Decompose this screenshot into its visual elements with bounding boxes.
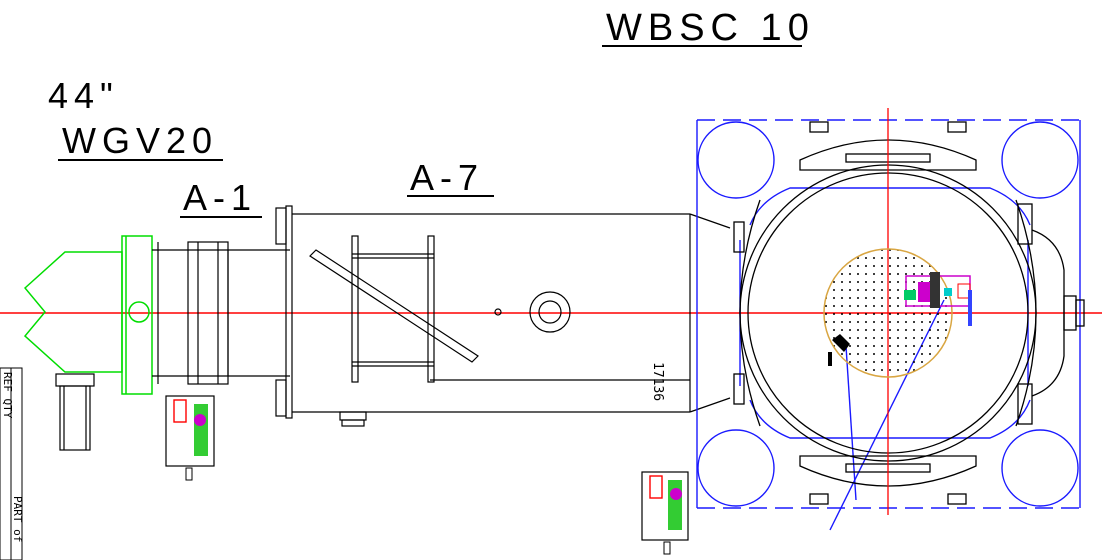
vessel-title: WBSC 10	[602, 7, 815, 49]
svg-text:A-7: A-7	[410, 157, 484, 198]
dimension-label: 17136	[650, 362, 665, 401]
svg-text:WGV20: WGV20	[62, 120, 218, 161]
size-label: 44"	[48, 75, 119, 116]
green-inlet-elbow	[23, 235, 153, 395]
instrument-cluster	[904, 272, 972, 326]
title-block-part-of: PART of	[11, 496, 24, 542]
valve-detail-left	[165, 395, 215, 481]
svg-text:WBSC 10: WBSC 10	[606, 7, 815, 49]
valve-detail-right	[641, 471, 689, 555]
inlet-flange	[275, 205, 293, 419]
title-block-ref-qty: REF QTY	[1, 372, 14, 419]
valve-label: WGV20	[58, 120, 223, 161]
tray	[823, 248, 953, 378]
section-a7-label: A-7	[407, 157, 494, 198]
title-block	[0, 367, 23, 560]
valve-a1	[152, 241, 290, 385]
section-a1-label: A-1	[180, 177, 262, 218]
bottom-nozzle	[55, 373, 95, 451]
barrel-a7	[292, 213, 731, 427]
svg-text:44": 44"	[48, 75, 119, 116]
small-actuator	[828, 334, 850, 366]
svg-text:A-1: A-1	[183, 177, 257, 218]
